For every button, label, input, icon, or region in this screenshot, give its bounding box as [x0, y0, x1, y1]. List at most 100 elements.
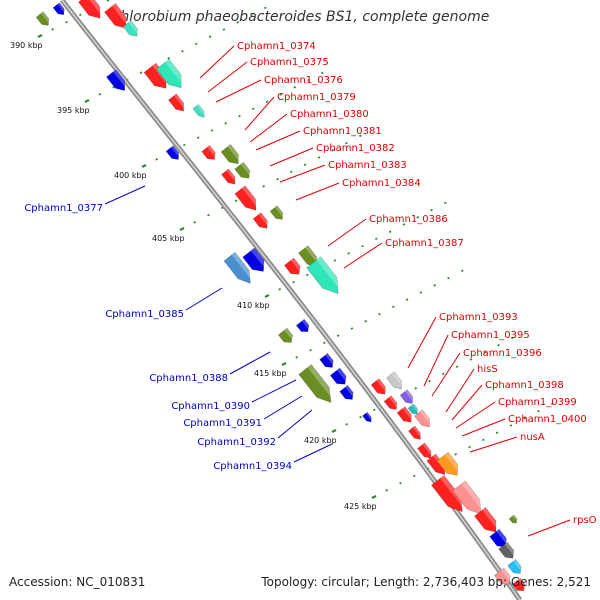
gene-label[interactable]: Cphamn1_0392: [197, 437, 276, 448]
gene-label[interactable]: Cphamn1_0386: [369, 214, 448, 225]
gene-label[interactable]: Cphamn1_0396: [463, 348, 542, 359]
gene-feature[interactable]: [339, 384, 356, 402]
gene-feature[interactable]: [407, 403, 420, 416]
gene-feature[interactable]: [386, 371, 406, 392]
gene-label[interactable]: Cphamn1_0374: [237, 41, 316, 52]
gene-feature[interactable]: [370, 378, 389, 398]
gene-feature[interactable]: [269, 205, 286, 223]
gene-feature[interactable]: [298, 364, 337, 408]
gene-feature[interactable]: [399, 389, 416, 407]
gene-feature[interactable]: [414, 409, 434, 430]
gene-feature[interactable]: [201, 144, 218, 162]
scale-tick: [106, 0, 110, 2]
gene-feature[interactable]: [234, 185, 261, 214]
gene-label[interactable]: Cphamn1_0376: [264, 75, 343, 86]
gene-feature[interactable]: [417, 442, 435, 461]
scale-label: 390 kbp: [10, 41, 43, 50]
gene-label[interactable]: Cphamn1_0399: [498, 397, 577, 408]
scale-tick: [483, 351, 487, 354]
gene-feature[interactable]: [396, 406, 415, 426]
gene-label[interactable]: Cphamn1_0388: [149, 373, 228, 384]
gene-label[interactable]: Cphamn1_0382: [316, 143, 395, 154]
gene-feature[interactable]: [362, 411, 374, 424]
gene-arrow-highlight: [305, 245, 317, 263]
gene-label[interactable]: Cphamn1_0398: [485, 380, 564, 391]
gene-feature[interactable]: [168, 93, 188, 114]
gene-feature[interactable]: [329, 367, 349, 388]
gene-feature[interactable]: [242, 247, 270, 276]
scale-tick: [497, 343, 500, 347]
gene-arrow: [399, 389, 414, 404]
label-leader-line: [343, 242, 383, 269]
gene-arrow: [269, 205, 284, 220]
gene-feature[interactable]: [220, 144, 243, 167]
gene-feature[interactable]: [283, 257, 303, 278]
gene-label[interactable]: hisS: [477, 364, 498, 375]
gene-feature[interactable]: [452, 480, 488, 519]
gene-feature[interactable]: [234, 161, 254, 181]
gene-label[interactable]: Cphamn1_0393: [439, 312, 518, 323]
gene-label[interactable]: Cphamn1_0395: [451, 330, 530, 341]
gene-label[interactable]: Cphamn1_0381: [303, 126, 382, 137]
gene-arrow: [106, 69, 126, 92]
gene-feature[interactable]: [277, 327, 295, 346]
gene-label[interactable]: Cphamn1_0391: [183, 418, 262, 429]
scale-tick: [251, 107, 255, 111]
gene-feature[interactable]: [104, 3, 131, 32]
gene-feature[interactable]: [35, 11, 52, 29]
gene-label[interactable]: nusA: [520, 432, 545, 443]
gene-label[interactable]: Cphamn1_0385: [105, 309, 184, 320]
scale-tick: [141, 164, 147, 168]
gene-feature[interactable]: [498, 541, 518, 561]
gene-label[interactable]: Cphamn1_0384: [342, 178, 421, 189]
gene-label[interactable]: Cphamn1_0383: [328, 160, 407, 171]
gene-feature[interactable]: [106, 69, 129, 95]
gene-label[interactable]: Cphamn1_0379: [277, 92, 356, 103]
gene-arrow: [370, 378, 386, 395]
scale-tick: [281, 362, 287, 366]
scale-tick: [523, 417, 527, 420]
gene-feature[interactable]: [295, 318, 311, 335]
gene-feature[interactable]: [192, 103, 207, 119]
gene-arrow-highlight: [171, 145, 179, 157]
scale-tick: [550, 402, 554, 406]
gene-label[interactable]: Cphamn1_0380: [290, 109, 369, 120]
gene-label[interactable]: Cphamn1_0400: [508, 414, 587, 425]
gene-feature[interactable]: [221, 168, 239, 187]
gene-label[interactable]: Cphamn1_0390: [171, 401, 250, 412]
genome-backbone: [60, 0, 523, 600]
gene-label[interactable]: Cphamn1_0394: [213, 461, 292, 472]
gene-feature[interactable]: [78, 0, 105, 23]
gene-arrow: [35, 11, 50, 26]
gene-feature[interactable]: [511, 577, 527, 594]
gene-label[interactable]: rpsO: [573, 515, 597, 526]
gene-feature[interactable]: [507, 558, 524, 576]
gene-arrow-highlight: [242, 185, 256, 206]
gene-feature[interactable]: [122, 20, 141, 40]
gene-feature[interactable]: [223, 251, 256, 287]
gene-arrow: [498, 541, 515, 559]
gene-arrow-highlight: [412, 403, 418, 412]
gene-label[interactable]: Cphamn1_0377: [24, 203, 103, 214]
gene-arrow: [242, 247, 265, 272]
gene-feature[interactable]: [52, 2, 67, 17]
gene-feature[interactable]: [408, 425, 424, 442]
gene-feature[interactable]: [306, 256, 346, 300]
gene-feature[interactable]: [252, 212, 271, 232]
gene-feature[interactable]: [436, 451, 463, 480]
scale-tick: [361, 244, 364, 248]
gene-label[interactable]: Cphamn1_0375: [250, 57, 329, 68]
gene-feature[interactable]: [508, 514, 519, 525]
gene-arrow-highlight: [496, 529, 507, 544]
gene-feature[interactable]: [319, 352, 336, 370]
gene-feature[interactable]: [156, 58, 187, 92]
scale-tick: [430, 208, 433, 212]
gene-arrow: [417, 442, 432, 459]
gene-feature[interactable]: [383, 395, 400, 413]
gene-feature[interactable]: [489, 528, 511, 551]
gene-feature[interactable]: [493, 567, 513, 588]
gene-label[interactable]: Cphamn1_0387: [385, 238, 464, 249]
gene-feature[interactable]: [165, 145, 182, 163]
gene-arrow: [52, 2, 65, 16]
gene-feature[interactable]: [474, 507, 501, 536]
